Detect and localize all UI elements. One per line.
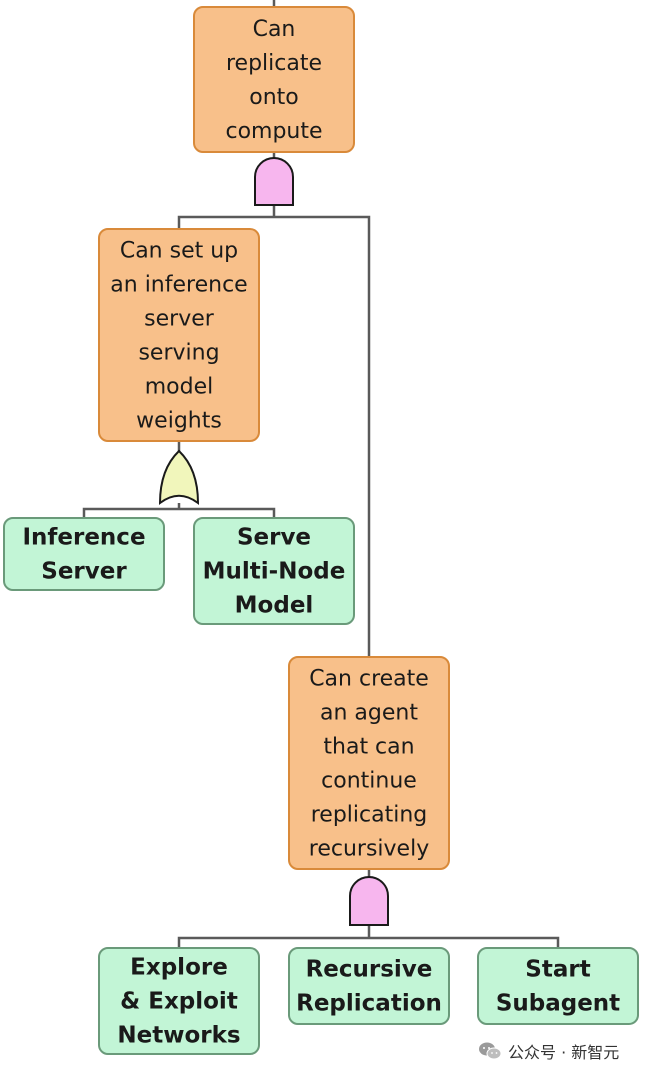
node-label-line: Serve	[237, 524, 311, 550]
wechat-icon	[478, 1041, 502, 1061]
node-label-line: Subagent	[496, 990, 620, 1016]
edge-inference-branches	[82, 507, 276, 518]
logic-gates	[158, 157, 389, 926]
node-label-line: server	[144, 306, 215, 331]
node-box	[288, 947, 450, 1025]
edge-agent-branches	[177, 936, 560, 948]
node-box	[193, 517, 355, 625]
node-box	[3, 517, 165, 591]
node-label-line: Inference	[22, 524, 145, 550]
node-box	[98, 947, 260, 1055]
node-label-line: replicate	[226, 51, 322, 76]
node-agent: Can create an agent that can continue replic…	[288, 656, 450, 870]
node-label-line: Multi-Node	[203, 558, 346, 584]
watermark-text: 公众号 · 新智元	[508, 1043, 620, 1062]
node-label-line: & Exploit	[120, 988, 238, 1014]
node-box	[477, 947, 639, 1025]
node-label-line: Can create	[309, 666, 429, 691]
node-inference: Can set up an inference server serving model…	[98, 228, 260, 442]
or-gate-inference	[158, 449, 200, 506]
node-label-line: Start	[525, 956, 590, 982]
node-label-line: Replication	[296, 990, 442, 1016]
and-gate-root	[254, 157, 294, 206]
node-label-line: Model	[235, 592, 314, 618]
watermark: 公众号 · 新智元	[478, 1038, 619, 1064]
node-box	[193, 6, 355, 153]
node-label-line: onto	[249, 85, 299, 110]
node-label-line: model	[145, 374, 214, 399]
node-label-line: Server	[41, 558, 127, 584]
edge-root-branches	[177, 215, 371, 657]
node-label-line: Recursive	[306, 956, 433, 982]
node-label-line: that can	[323, 734, 414, 759]
node-box	[98, 228, 260, 442]
node-root: Can replicate onto compute	[193, 6, 355, 153]
node-label-line: recursively	[309, 836, 429, 861]
and-gate-agent	[349, 876, 389, 926]
node-label-line: Networks	[117, 1022, 240, 1048]
node-label-line: weights	[136, 408, 222, 433]
node-box	[288, 656, 450, 870]
node-label-line: an agent	[320, 700, 418, 725]
node-label-line: Can	[253, 17, 296, 42]
node-label-line: continue	[321, 768, 417, 793]
node-label-line: Can set up	[120, 238, 238, 263]
node-label-line: serving	[138, 340, 219, 365]
node-label-line: compute	[225, 119, 322, 144]
node-label-line: replicating	[311, 802, 428, 827]
connector-lines	[82, 0, 560, 948]
node-label-line: Explore	[130, 954, 228, 980]
node-label-line: an inference	[110, 272, 247, 297]
